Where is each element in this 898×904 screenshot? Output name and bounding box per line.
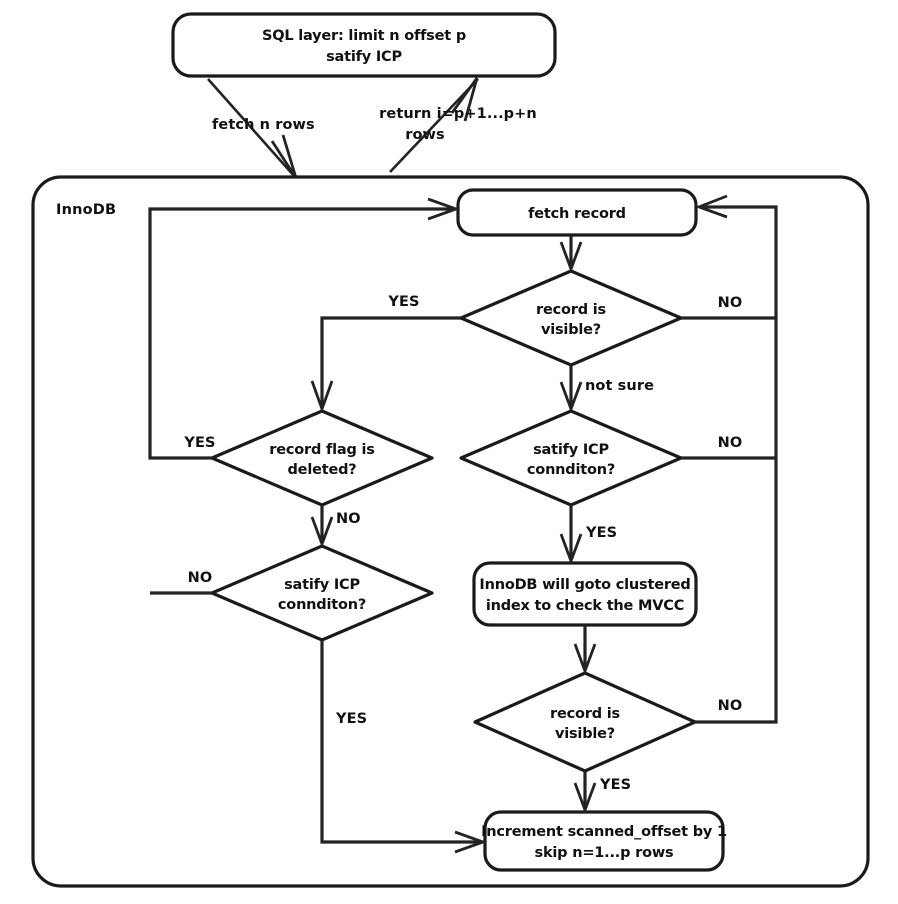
record-visible-top-shape: [459, 269, 683, 367]
edge-visible-yes-to-deleted: YES: [310, 294, 461, 414]
satify-icp-right-line2: connditon?: [527, 462, 615, 478]
edge-icp-left-yes-to-increment: YES: [320, 640, 488, 854]
edge-return-rows: return i=p+1...p+n rows: [379, 77, 537, 173]
increment-box-line1: Increment scanned_offset by 1: [481, 824, 727, 840]
node-sql-layer[interactable]: SQL layer: limit n offset p satify ICP: [171, 12, 557, 78]
edge-label-visible-bottom-no: NO: [718, 698, 743, 714]
node-record-flag-deleted[interactable]: record flag is deleted?: [210, 409, 434, 507]
edge-label-deleted-no: NO: [336, 511, 361, 527]
innodb-container-label: InnoDB: [56, 202, 116, 218]
edge-label-visible-bottom-yes: YES: [599, 777, 631, 793]
increment-box-shape: [483, 810, 725, 872]
satify-icp-right-line1: satify ICP: [533, 442, 609, 458]
edge-fetch-n-rows: fetch n rows: [207, 78, 315, 179]
record-visible-bottom-shape: [473, 671, 697, 773]
record-flag-deleted-line2: deleted?: [288, 462, 357, 478]
edge-label-icp-left-yes: YES: [335, 711, 367, 727]
increment-box-line2: skip n=1...p rows: [535, 845, 674, 861]
record-flag-deleted-shape: [210, 409, 434, 507]
sql-layer-box-shape: [171, 12, 557, 78]
record-flag-deleted-line1: record flag is: [269, 442, 374, 458]
innodb-container: InnoDB: [31, 175, 870, 888]
mvcc-box-shape: [472, 561, 698, 627]
sql-layer-line1: SQL layer: limit n offset p: [262, 28, 466, 44]
satify-icp-left-line1: satify ICP: [284, 577, 360, 593]
edge-label-icp-right-no: NO: [718, 435, 743, 451]
record-visible-top-line1: record is: [536, 302, 606, 318]
fetch-record-label: fetch record: [528, 206, 626, 222]
node-satify-icp-right[interactable]: satify ICP connditon?: [459, 409, 683, 507]
node-record-visible-bottom[interactable]: record is visible?: [473, 671, 697, 773]
edge-label-visible-no: NO: [718, 295, 743, 311]
edge-label-icp-right-yes: YES: [585, 525, 617, 541]
mvcc-box-line2: index to check the MVCC: [486, 598, 684, 614]
sql-layer-line2: satify ICP: [326, 49, 402, 65]
edge-label-return-rows-line1: return i=p+1...p+n: [379, 106, 537, 122]
edge-visible-bottom-yes-to-increment: YES: [573, 771, 631, 815]
edge-mvcc-to-visible-bottom: [573, 625, 597, 676]
innodb-container-shape: [31, 175, 870, 888]
edge-fetch-to-visible: [559, 235, 583, 274]
edge-label-fetch-n-rows: fetch n rows: [212, 117, 315, 133]
edge-label-icp-left-no: NO: [188, 570, 213, 586]
edge-icp-left-no-to-left-return: NO: [150, 570, 213, 595]
record-visible-top-line2: visible?: [541, 322, 601, 338]
satify-icp-left-shape: [210, 544, 434, 642]
edge-visible-bottom-no-to-right-return: NO: [695, 318, 778, 724]
node-satify-icp-left[interactable]: satify ICP connditon?: [210, 544, 434, 642]
node-increment-box[interactable]: Increment scanned_offset by 1 skip n=1..…: [481, 810, 727, 872]
node-fetch-record[interactable]: fetch record: [456, 188, 698, 237]
edge-icp-right-no-to-right-return: NO: [681, 435, 776, 460]
edge-icp-right-yes-to-mvcc: YES: [559, 505, 617, 566]
edge-label-visible-yes: YES: [387, 294, 419, 310]
mvcc-box-line1: InnoDB will goto clustered: [479, 577, 690, 593]
fetch-record-box-shape: [456, 188, 698, 237]
edge-visible-notsure: not sure: [559, 365, 654, 414]
edge-label-return-rows-line2: rows: [405, 127, 445, 143]
edge-left-return-to-fetch: YES: [148, 197, 461, 460]
satify-icp-right-shape: [459, 409, 683, 507]
edge-right-return-to-fetch: NO: [681, 194, 778, 320]
record-visible-bottom-line2: visible?: [555, 726, 615, 742]
node-mvcc-box[interactable]: InnoDB will goto clustered index to chec…: [472, 561, 698, 627]
edge-deleted-no-to-icp-left: NO: [310, 505, 361, 549]
node-record-visible-top[interactable]: record is visible?: [459, 269, 683, 367]
edge-label-deleted-yes: YES: [183, 435, 215, 451]
record-visible-bottom-line1: record is: [550, 706, 620, 722]
satify-icp-left-line2: connditon?: [278, 597, 366, 613]
edge-label-not-sure: not sure: [585, 378, 654, 394]
